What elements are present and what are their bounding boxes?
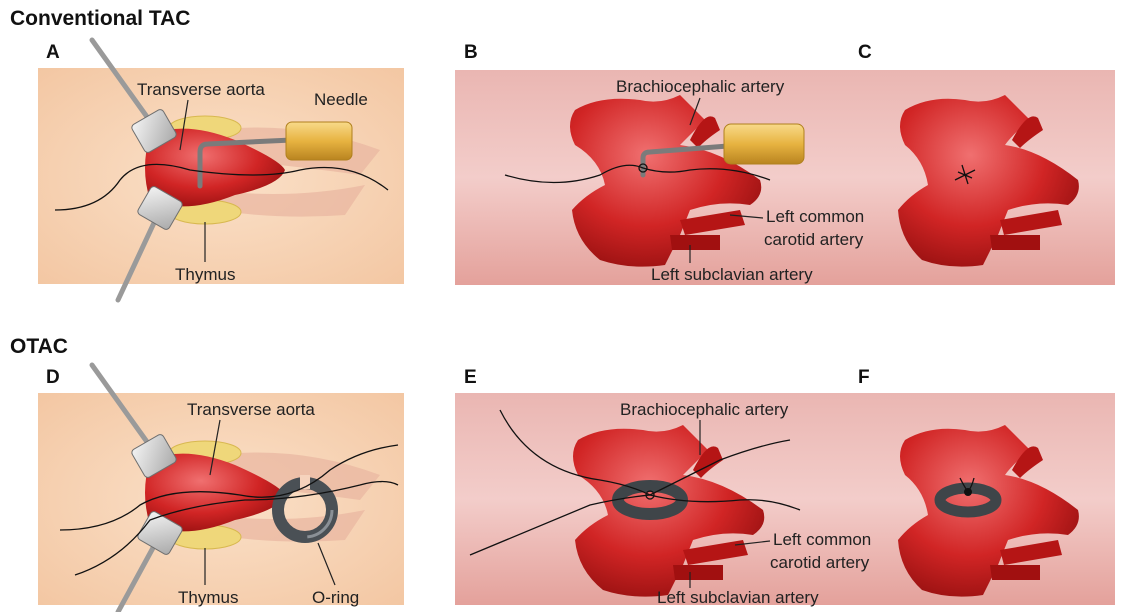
label-carotid-artery: carotid artery — [764, 230, 864, 249]
panel-d: Transverse aorta Thymus O-ring — [38, 365, 404, 612]
left-subclavian-branch — [673, 565, 723, 580]
left-subclavian-branch — [990, 235, 1040, 250]
label-left-subclavian-artery: Left subclavian artery — [651, 265, 813, 284]
panel-a: Transverse aorta Needle Thymus — [38, 40, 404, 300]
label-transverse-aorta: Transverse aorta — [187, 400, 315, 419]
label-left-common: Left common — [766, 207, 864, 226]
label-left-subclavian-artery: Left subclavian artery — [657, 588, 819, 607]
panel-letter-e: E — [464, 367, 477, 388]
panel-letter-f: F — [858, 367, 870, 388]
otac-heading: OTAC — [10, 335, 68, 358]
label-brachiocephalic-artery: Brachiocephalic artery — [616, 77, 785, 96]
label-o-ring: O-ring — [312, 588, 359, 607]
panel-letter-b: B — [464, 42, 478, 63]
label-needle: Needle — [314, 90, 368, 109]
label-thymus: Thymus — [175, 265, 235, 284]
label-carotid-artery: carotid artery — [770, 553, 870, 572]
label-left-common: Left common — [773, 530, 871, 549]
label-transverse-aorta: Transverse aorta — [137, 80, 265, 99]
needle-hub — [286, 122, 352, 160]
label-brachiocephalic-artery: Brachiocephalic artery — [620, 400, 789, 419]
left-subclavian-branch — [670, 235, 720, 250]
panel-letter-c: C — [858, 42, 872, 63]
label-thymus: Thymus — [178, 588, 238, 607]
panel-letter-a: A — [46, 42, 60, 63]
conventional-tac-heading: Conventional TAC — [10, 7, 190, 30]
left-subclavian-branch — [990, 565, 1040, 580]
needle-hub — [724, 124, 804, 164]
panel-letter-d: D — [46, 367, 60, 388]
